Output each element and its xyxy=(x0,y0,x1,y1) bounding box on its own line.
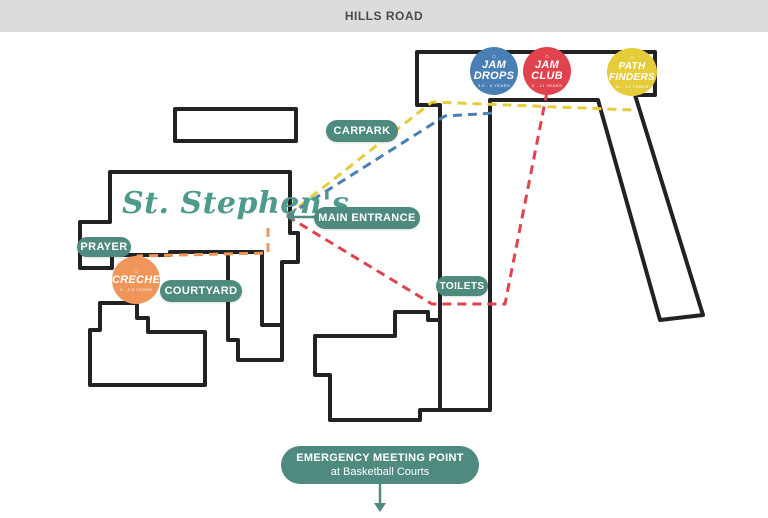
jam-club-ages: 5 - 11 YEARS xyxy=(531,83,563,88)
jam-drops-name-1: JAM xyxy=(481,59,507,71)
group-jam-club: ⌂ JAM CLUB 5 - 11 YEARS xyxy=(523,47,571,95)
building-central-south xyxy=(313,310,442,422)
emergency-subtitle: at Basketball Courts xyxy=(330,466,430,478)
label-carpark: CARPARK xyxy=(326,120,398,142)
path-finders-ages: 11 - 14 YEARS xyxy=(615,84,649,89)
arrow-down-icon xyxy=(374,484,386,512)
building-courtyard-east xyxy=(226,250,284,362)
route-orange-creche xyxy=(132,228,270,269)
building-annex xyxy=(173,107,298,143)
jam-club-name-1: JAM xyxy=(534,59,560,71)
hills-road-bar: HILLS ROAD xyxy=(0,0,768,32)
route-yellow-path-finders xyxy=(286,100,634,218)
creche-name: CRECHE xyxy=(111,273,161,286)
label-main-entrance: MAIN ENTRANCE xyxy=(314,207,420,229)
route-red-jam-club xyxy=(286,91,549,306)
building-hall xyxy=(88,301,207,387)
arrow-left-icon xyxy=(286,212,315,222)
label-courtyard: COURTYARD xyxy=(160,280,242,302)
road-label: HILLS ROAD xyxy=(344,9,424,23)
label-prayer: PRAYER xyxy=(77,237,131,257)
path-finders-name-1: PATH xyxy=(618,61,646,72)
jam-drops-name-2: DROPS xyxy=(473,70,515,82)
creche-ages: 0 - 3.5 YEARS xyxy=(119,286,153,292)
house-icon: ⌂ xyxy=(492,54,496,60)
emergency-meeting-point: EMERGENCY MEETING POINT at Basketball Co… xyxy=(281,446,479,484)
emergency-title: EMERGENCY MEETING POINT xyxy=(296,452,464,464)
church-name: St. Stephen's xyxy=(122,186,350,221)
group-creche: ⌂ CRECHE 0 - 3.5 YEARS xyxy=(112,256,160,304)
group-jam-drops: ⌂ JAM DROPS 3.5 - 6 YEARS xyxy=(470,47,518,95)
jam-drops-ages: 3.5 - 6 YEARS xyxy=(477,83,511,88)
group-path-finders: ⌂ PATH FINDERS 11 - 14 YEARS xyxy=(607,48,657,96)
route-blue-jam-drops xyxy=(286,111,496,218)
path-finders-name-2: FINDERS xyxy=(609,72,655,83)
label-toilets: TOILETS xyxy=(436,276,488,296)
jam-club-name-2: CLUB xyxy=(531,70,563,82)
building-north-wing xyxy=(415,50,705,412)
house-icon: ⌂ xyxy=(630,55,634,61)
house-icon: ⌂ xyxy=(134,268,138,275)
house-icon: ⌂ xyxy=(545,54,549,60)
